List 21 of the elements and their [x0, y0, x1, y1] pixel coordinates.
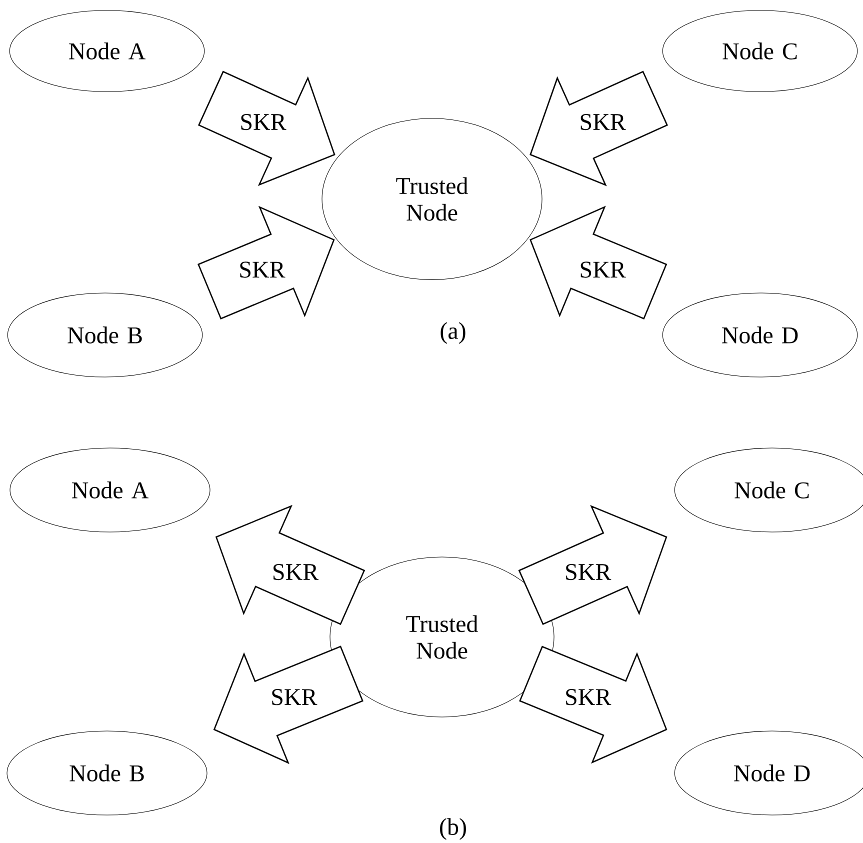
block-arrow: [530, 70, 668, 186]
ellipse-node: Node A: [9, 10, 205, 92]
block-arrow: [198, 206, 335, 320]
edge-label: SKR: [578, 112, 628, 132]
ellipse-node: Node D: [662, 292, 858, 378]
panel-label: (a): [440, 322, 466, 344]
ellipse-node: Node C: [662, 10, 858, 92]
block-arrow: [519, 646, 668, 764]
ellipse-node: Node B: [6, 730, 208, 816]
edge-label: SKR: [563, 688, 613, 707]
edge-label: SKR: [578, 260, 628, 280]
edge-label: SKR: [269, 688, 319, 707]
ellipse-node: Node A: [10, 448, 210, 532]
edge-label: SKR: [563, 562, 613, 582]
edge-label: SKR: [238, 112, 288, 132]
ellipse-node: Node B: [7, 292, 203, 378]
edge-label: SKR: [237, 260, 287, 280]
edge-label: SKR: [270, 562, 320, 582]
block-arrow: [213, 646, 364, 764]
panel-label: (b): [440, 818, 466, 840]
ellipse-node: Trusted Node: [322, 118, 542, 280]
